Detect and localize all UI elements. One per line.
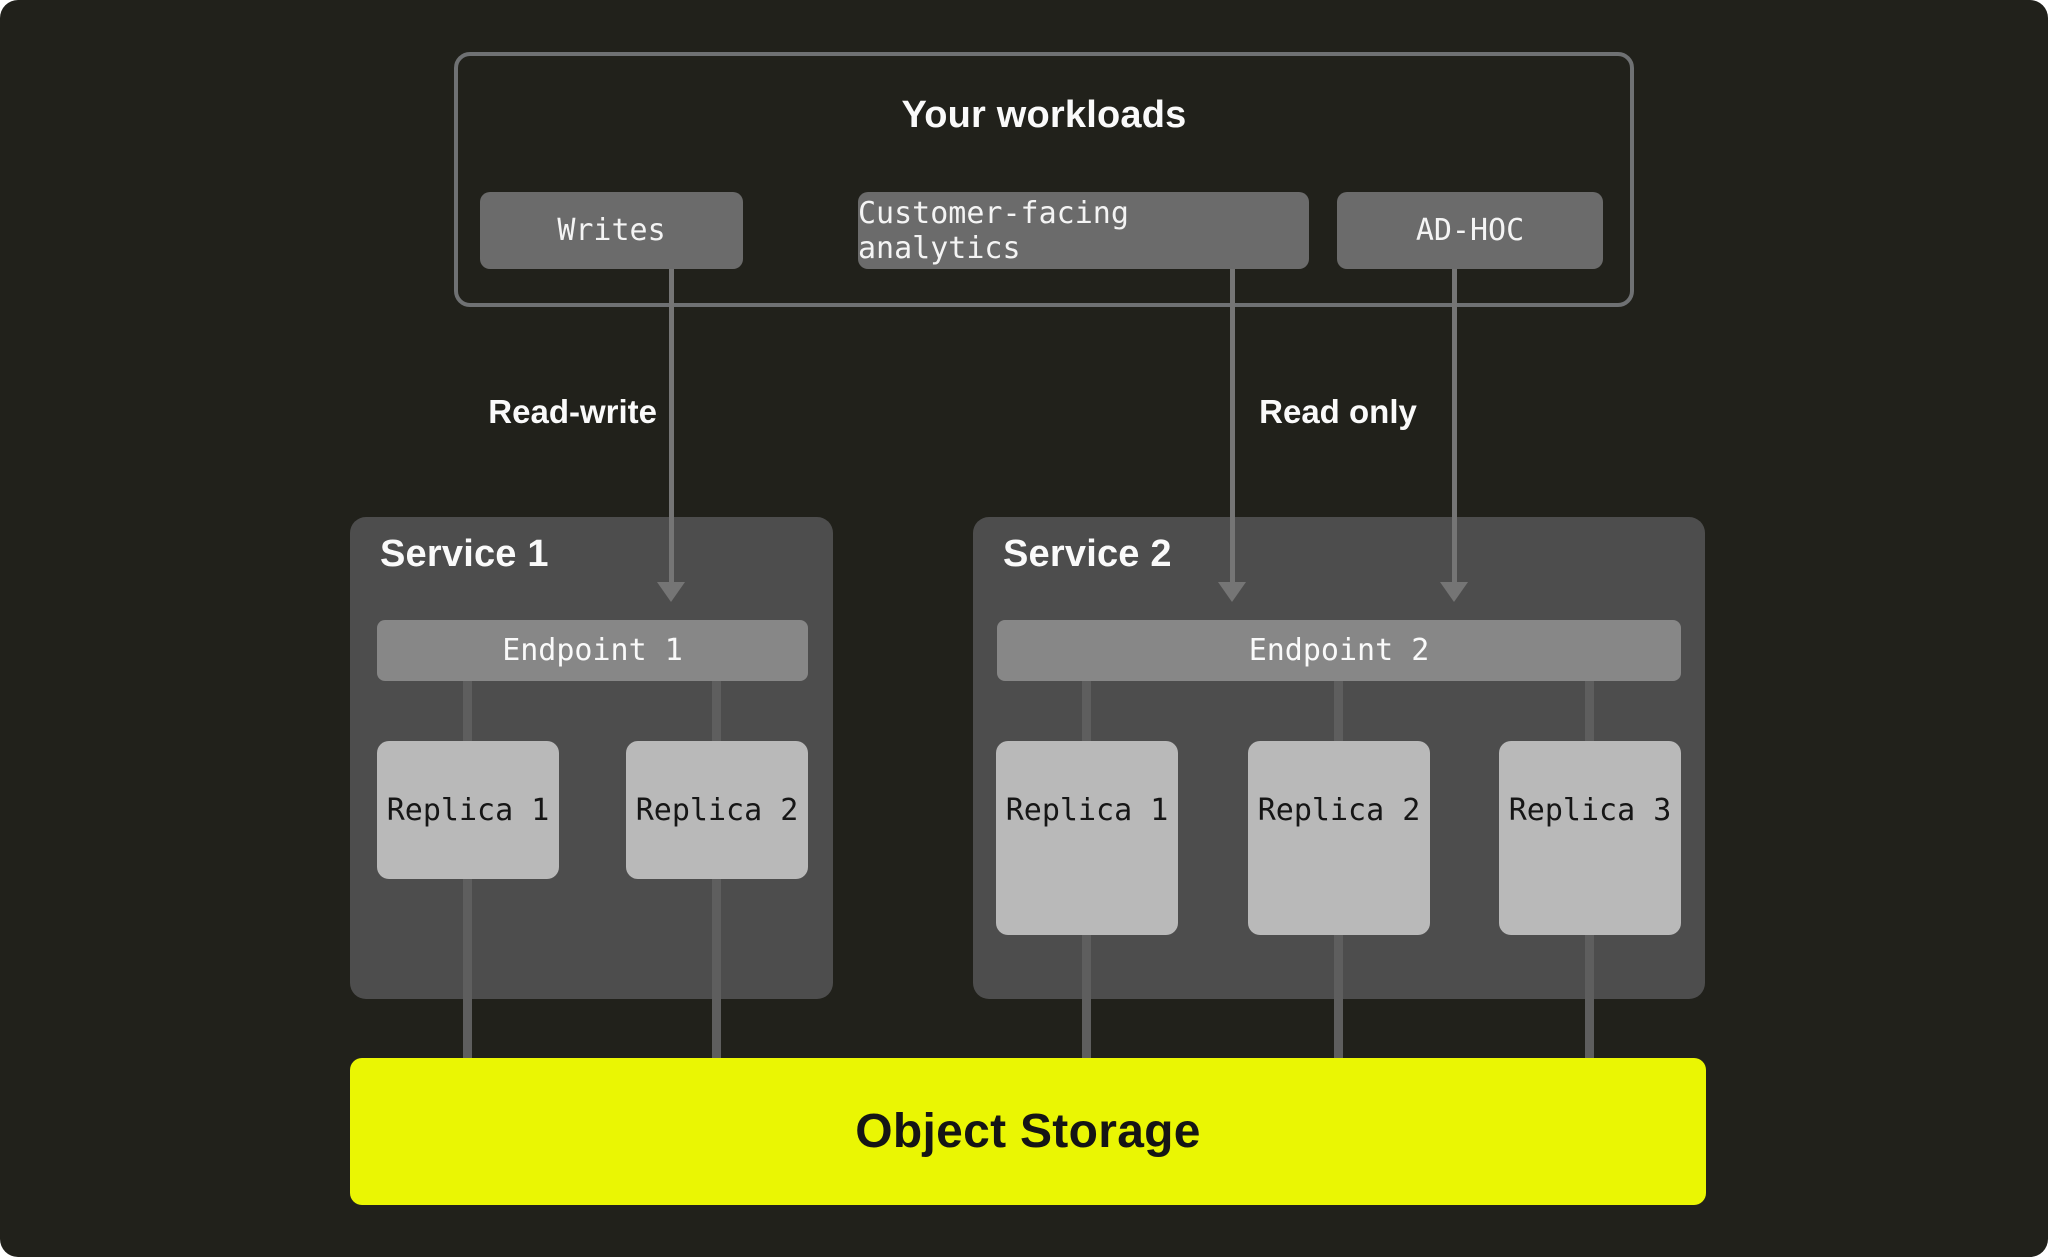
- service-1-replica-1-label: Replica 1: [386, 792, 550, 828]
- workloads-group-box: [454, 52, 1634, 307]
- arrowhead-analytics-to-endpoint2: [1218, 582, 1246, 602]
- workload-writes-label: Writes: [557, 213, 666, 248]
- service-2-replica-3: Replica 3: [1499, 741, 1681, 935]
- service-1-replica-2: Replica 2: [626, 741, 808, 879]
- service-2-endpoint: Endpoint 2: [997, 620, 1681, 681]
- arrow-adhoc-to-endpoint2: [1452, 269, 1457, 584]
- read-only-label: Read only: [1259, 393, 1417, 430]
- service-1-endpoint-label: Endpoint 1: [502, 633, 683, 668]
- object-storage-label: Object Storage: [855, 1105, 1201, 1158]
- service-2-replica-3-label: Replica 3: [1508, 793, 1672, 828]
- service-1-endpoint: Endpoint 1: [377, 620, 808, 681]
- arrowhead-writes-to-endpoint1: [657, 582, 685, 602]
- workload-analytics-label: Customer-facing analytics: [858, 195, 1129, 266]
- service-2-title: Service 2: [1003, 533, 1172, 575]
- service-2-replica-1-label: Replica 1: [1005, 793, 1169, 828]
- workload-ad-hoc-label: AD-HOC: [1415, 213, 1525, 248]
- object-storage-bar: Object Storage: [350, 1058, 1706, 1205]
- service-1-replica-2-label: Replica 2: [635, 792, 799, 828]
- service-2-box: Service 2 Endpoint 2 Replica 1 Replica 2…: [973, 517, 1705, 999]
- service-2-replica-2: Replica 2: [1248, 741, 1430, 935]
- workload-ad-hoc: AD-HOC: [1337, 192, 1603, 269]
- service-1-title: Service 1: [380, 533, 549, 575]
- workloads-title: Your workloads: [901, 94, 1187, 136]
- service-2-endpoint-label: Endpoint 2: [1248, 633, 1430, 668]
- service-1-replica-1: Replica 1: [377, 741, 559, 879]
- workload-writes: Writes: [480, 192, 743, 269]
- service-1-box: Service 1 Endpoint 1 Replica 1 Replica 2: [350, 517, 833, 999]
- arrowhead-adhoc-to-endpoint2: [1440, 582, 1468, 602]
- service-2-replica-1: Replica 1: [996, 741, 1178, 935]
- read-write-label: Read-write: [488, 393, 657, 430]
- arrow-writes-to-endpoint1: [669, 269, 674, 584]
- workload-customer-facing-analytics: Customer-facing analytics: [858, 192, 1309, 269]
- arrow-analytics-to-endpoint2: [1230, 269, 1235, 584]
- service-2-replica-2-label: Replica 2: [1257, 793, 1421, 828]
